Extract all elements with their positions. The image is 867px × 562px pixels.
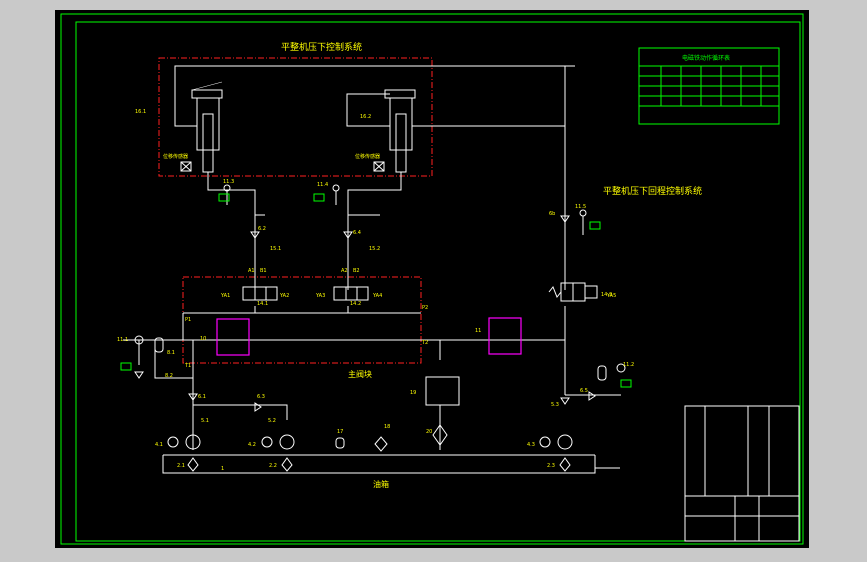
cylinder-left-label: 16.1 — [135, 109, 146, 115]
svg-text:5.2: 5.2 — [268, 418, 276, 424]
directional-valves — [242, 282, 598, 302]
svg-text:YA3: YA3 — [315, 293, 325, 299]
title-block — [684, 405, 800, 542]
svg-text:4.3: 4.3 — [527, 442, 535, 448]
svg-text:11.2: 11.2 — [623, 362, 634, 368]
svg-text:5.3: 5.3 — [551, 402, 559, 408]
tank-label: 油箱 — [373, 479, 389, 489]
table-title: 电磁铁动作循环表 — [682, 54, 730, 62]
svg-text:14.3: 14.3 — [601, 292, 612, 298]
check-valves — [134, 215, 596, 412]
svg-text:4.1: 4.1 — [155, 442, 163, 448]
relief-block-left — [216, 318, 250, 356]
sensor-left-label: 位移传感器 — [163, 153, 188, 160]
upper-system-title: 平整机压下控制系统 — [281, 41, 362, 53]
svg-text:11.5: 11.5 — [575, 204, 586, 210]
svg-text:11.1: 11.1 — [117, 337, 128, 343]
svg-text:14.2: 14.2 — [350, 301, 361, 307]
svg-text:P2: P2 — [422, 305, 428, 311]
gauge-box-4 — [120, 362, 132, 371]
svg-text:T2: T2 — [421, 340, 428, 346]
main-manifold-outline — [182, 276, 422, 364]
filter-17 — [374, 436, 388, 452]
sensor-right-label: 位移传感器 — [355, 153, 380, 160]
svg-text:20: 20 — [426, 429, 432, 435]
drawing-sheet: 平整机压下控制系统 平整机压下回程控制系统 主阀块 油箱 16.1 16.2 位… — [55, 10, 809, 548]
hydraulic-diagram: 平整机压下控制系统 平整机压下回程控制系统 主阀块 油箱 16.1 16.2 位… — [60, 13, 804, 545]
svg-text:14.1: 14.1 — [257, 301, 268, 307]
svg-text:19: 19 — [410, 390, 416, 396]
solenoid-table: 电磁铁动作循环表 — [638, 47, 780, 125]
pressure-gauges — [134, 184, 626, 373]
svg-text:6.4: 6.4 — [353, 230, 361, 236]
return-system-title: 平整机压下回程控制系统 — [603, 185, 702, 197]
svg-text:5.1: 5.1 — [201, 418, 209, 424]
outer-frame — [60, 13, 804, 545]
svg-text:6.5: 6.5 — [580, 388, 588, 394]
svg-text:YA5: YA5 — [606, 293, 616, 299]
cylinder-block-outline — [158, 57, 433, 177]
svg-text:15.2: 15.2 — [369, 246, 380, 252]
svg-text:11.4: 11.4 — [317, 182, 328, 188]
gauge-box-5 — [620, 379, 632, 388]
svg-text:18: 18 — [384, 424, 390, 430]
svg-text:2.3: 2.3 — [547, 463, 555, 469]
pressure-lines — [123, 126, 621, 474]
svg-text:8.1: 8.1 — [167, 350, 175, 356]
svg-text:P1: P1 — [185, 317, 191, 323]
component-labels: 11.3 11.4 11.5 11.1 11.2 6.2 6.4 6b 15.1… — [117, 179, 634, 472]
gauge-box-3 — [589, 221, 601, 230]
svg-text:11: 11 — [475, 328, 481, 334]
svg-text:YA1: YA1 — [220, 293, 230, 299]
cooler-unit — [425, 376, 460, 406]
svg-text:A1: A1 — [248, 268, 255, 274]
relief-block-right — [488, 317, 522, 355]
gauge-box-2 — [313, 193, 325, 202]
svg-text:6b: 6b — [549, 211, 555, 217]
svg-text:1: 1 — [221, 466, 224, 472]
svg-text:YA2: YA2 — [279, 293, 289, 299]
svg-text:B2: B2 — [353, 268, 360, 274]
svg-text:4.2: 4.2 — [248, 442, 256, 448]
svg-text:6.2: 6.2 — [258, 226, 266, 232]
svg-text:T1: T1 — [184, 363, 191, 369]
svg-text:A2: A2 — [341, 268, 348, 274]
svg-text:2.2: 2.2 — [269, 463, 277, 469]
cylinder-right — [346, 66, 566, 173]
svg-text:6.1: 6.1 — [198, 394, 206, 400]
cylinder-right-label: 16.2 — [360, 114, 371, 120]
svg-text:8.2: 8.2 — [165, 373, 173, 379]
svg-text:YA4: YA4 — [372, 293, 382, 299]
svg-text:B1: B1 — [260, 268, 267, 274]
svg-text:17: 17 — [337, 429, 343, 435]
svg-text:11.3: 11.3 — [223, 179, 234, 185]
svg-text:6.3: 6.3 — [257, 394, 265, 400]
cylinder-left — [174, 65, 575, 173]
filter-20 — [432, 424, 448, 446]
inner-frame — [75, 21, 801, 542]
svg-text:2.1: 2.1 — [177, 463, 185, 469]
gauge-box-1 — [218, 193, 230, 202]
svg-text:10: 10 — [200, 336, 206, 342]
svg-text:15.1: 15.1 — [270, 246, 281, 252]
manifold-label: 主阀块 — [348, 369, 372, 379]
pump-units — [154, 337, 607, 472]
